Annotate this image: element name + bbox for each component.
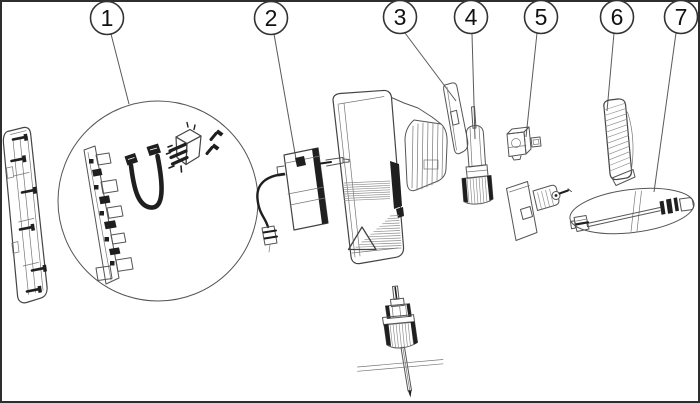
probe-spindle: [357, 285, 444, 398]
triangle-mark: [347, 226, 377, 251]
blade-strip: [443, 82, 469, 155]
callout-7-number: 7: [675, 4, 688, 30]
callout-balloons: 1 2 3 4 5 6 7: [89, 0, 699, 36]
callout-1-leader: [110, 33, 130, 105]
cable-end-washers: [659, 197, 694, 215]
callout-6-leader: [606, 32, 615, 112]
probe-knurling: [389, 321, 414, 348]
detail-ellipse-outline: [569, 187, 695, 235]
mounting-panel: [2, 126, 48, 304]
callout-6-number: 6: [611, 4, 624, 30]
stem-knob: [461, 106, 494, 205]
cable-rod: [586, 207, 661, 228]
reference-plane-lines: [357, 359, 444, 372]
callout-2-balloon: [253, 0, 289, 36]
callout-1-number: 1: [101, 5, 114, 31]
callout-3-balloon: [382, 0, 418, 35]
jumper-cable: [124, 143, 164, 210]
circuit-board: [83, 145, 134, 285]
cable-assembly-detail: [569, 187, 695, 235]
callout-1-balloon: [89, 0, 125, 36]
callout-5-balloon: [523, 0, 559, 35]
cable-left-connector: [570, 215, 590, 232]
housing-hatch-upper: [343, 180, 391, 201]
micro-switch-block: [165, 121, 202, 173]
knob-knurling: [466, 175, 491, 205]
ribbed-knob: [603, 98, 636, 186]
callout-7-balloon: [663, 0, 699, 35]
small-switch: [506, 126, 542, 161]
callout-4-leader: [471, 33, 476, 140]
callout-4-number: 4: [465, 4, 478, 30]
callout-2-number: 2: [265, 5, 278, 31]
bracket-gear-motor: [506, 181, 572, 241]
callout-leader-lines: [110, 32, 677, 193]
housing-dark-strip: [390, 161, 402, 209]
callout-5-number: 5: [535, 4, 548, 30]
housing-hatch-lower: [352, 215, 402, 251]
knob-ribs: [603, 102, 632, 172]
housing-pin: [314, 160, 332, 168]
callout-6-balloon: [599, 0, 635, 35]
callout-7-leader: [653, 32, 677, 193]
screws-pair: [205, 129, 224, 155]
main-housing: [314, 89, 448, 265]
motor-cable: [256, 172, 286, 253]
callout-4-balloon: [453, 0, 489, 35]
callout-5-leader: [525, 32, 538, 138]
panel-screws: [10, 133, 47, 293]
detail-circle-part1: [57, 100, 259, 302]
callout-2-leader: [273, 33, 297, 160]
callout-3-number: 3: [394, 4, 407, 30]
